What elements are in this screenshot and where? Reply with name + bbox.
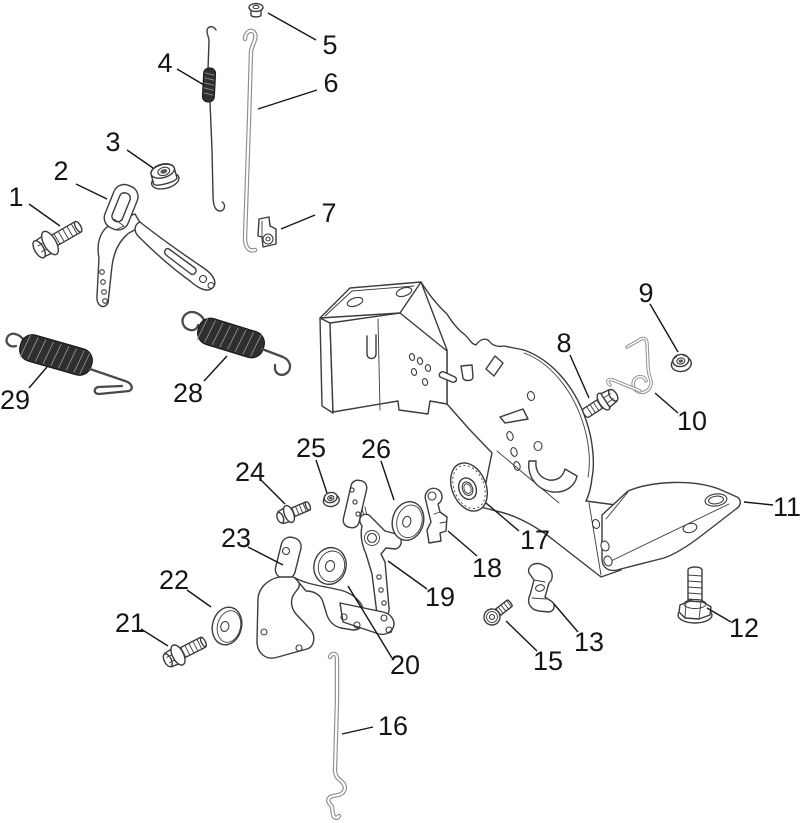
part-label-6: 6: [323, 68, 338, 98]
part-label-1: 1: [8, 182, 23, 212]
part-label-25: 25: [296, 433, 326, 463]
leader-line-23: [247, 546, 284, 566]
leader-line-2: [75, 183, 108, 200]
part-label-4: 4: [157, 48, 172, 78]
part-29-extension-spring: [5, 332, 133, 396]
part-label-10: 10: [677, 406, 707, 436]
leader-line-12: [706, 607, 732, 623]
part-label-17: 17: [520, 525, 550, 555]
part-15-screw: [483, 599, 513, 626]
leader-line-7: [280, 214, 316, 230]
part-label-29: 29: [0, 385, 30, 415]
part-9-flange-nut: [670, 353, 692, 373]
part-3-flange-nut: [150, 163, 180, 190]
part-label-5: 5: [322, 30, 337, 60]
leader-line-19: [387, 560, 428, 590]
leader-line-16: [341, 726, 374, 735]
leader-line-29: [28, 366, 48, 389]
leader-line-3: [126, 149, 154, 169]
bracket-top-box: [319, 281, 458, 415]
part-label-12: 12: [729, 613, 759, 643]
leader-line-15: [505, 620, 538, 652]
part-2-control-lever: [96, 183, 216, 308]
leader-line-13: [553, 603, 579, 633]
part-label-21: 21: [115, 608, 145, 638]
part-label-2: 2: [53, 156, 68, 186]
leader-line-6: [257, 89, 318, 110]
leader-line-5: [267, 12, 317, 41]
leader-line-4: [176, 68, 205, 86]
part-5-push-cap: [248, 2, 264, 18]
part-label-20: 20: [390, 650, 420, 680]
part-13-spring-clip: [527, 562, 555, 613]
part-label-18: 18: [472, 553, 502, 583]
part-20-washer: [313, 546, 347, 586]
leader-line-8: [569, 354, 590, 399]
part-label-26: 26: [361, 434, 391, 464]
part-8-hex-flange-screw: [581, 388, 619, 419]
part-label-3: 3: [105, 127, 120, 157]
part-label-11: 11: [773, 492, 800, 522]
part-label-28: 28: [173, 378, 203, 408]
part-label-15: 15: [533, 646, 563, 676]
part-label-13: 13: [574, 627, 604, 657]
leader-line-18: [447, 530, 478, 557]
part-label-22: 22: [159, 565, 189, 595]
part-17-washer: [449, 462, 489, 512]
leader-line-21: [140, 628, 169, 647]
part-26-washer: [391, 501, 425, 541]
part-18-link: [424, 487, 448, 544]
part-label-7: 7: [321, 198, 336, 228]
part-label-16: 16: [378, 711, 408, 741]
part-19-lever: [342, 479, 402, 619]
part-21-hex-flange-screw: [162, 636, 207, 668]
leader-line-26: [380, 460, 395, 501]
part-1-hex-flange-screw: [32, 220, 83, 259]
leader-line-25: [315, 459, 328, 494]
part-25-flange-nut: [322, 491, 340, 508]
part-22-cam-disc: [211, 606, 243, 646]
part-label-23: 23: [221, 523, 251, 553]
part-label-19: 19: [425, 582, 455, 612]
leader-line-9: [649, 303, 679, 353]
leader-line-10: [654, 392, 679, 414]
leader-line-20: [347, 585, 393, 659]
part-4-spring-link: [201, 26, 226, 212]
leader-line-24: [260, 479, 286, 505]
part-label-24: 24: [235, 457, 265, 487]
engine-control-bracket: [420, 281, 622, 578]
bracket-tab-holes: [591, 519, 613, 567]
leader-line-1: [28, 203, 61, 227]
part-6-control-rod: [242, 28, 258, 253]
part-28-extension-spring: [181, 310, 292, 376]
leader-line-17: [485, 502, 520, 532]
part-label-9: 9: [638, 278, 653, 308]
leader-line-11: [743, 501, 774, 506]
leader-line-28: [203, 355, 228, 382]
part-12-shoulder-screw: [677, 566, 713, 624]
part-24-hex-flange-screw: [276, 501, 312, 525]
part-11-support-bracket: [601, 481, 741, 572]
leader-line-22: [186, 589, 212, 608]
part-label-8: 8: [556, 328, 571, 358]
part-10-spring-wire: [606, 336, 653, 395]
part-23-bracket-lever: [256, 536, 395, 659]
part-16-control-rod: [326, 651, 347, 820]
part-7-rod-clip: [257, 216, 277, 248]
